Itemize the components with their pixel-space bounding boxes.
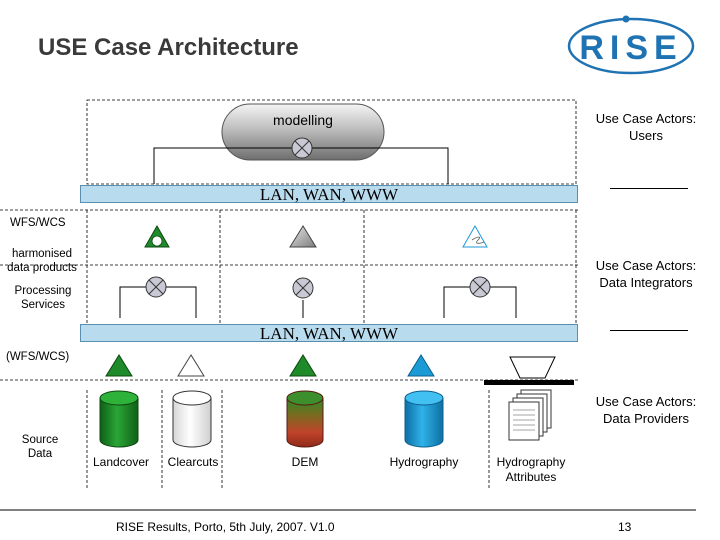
harmonised-data-products-label: harmonised data products (7, 248, 77, 274)
network-band-middle: LAN, WAN, WWW (80, 324, 578, 343)
actor-divider (610, 188, 688, 189)
hydrography-service-icon (407, 354, 435, 377)
actor-divider (610, 330, 688, 331)
data-source-label-landcover: Landcover (92, 455, 150, 469)
data-source-label-dem: DEM (291, 455, 319, 469)
attributes-service-icon (509, 356, 556, 379)
hydrography-attributes-documents-icon (508, 389, 552, 441)
users-boundary (86, 99, 577, 185)
clearcuts-database-icon (172, 390, 212, 448)
network-band-label: LAN, WAN, WWW (259, 185, 399, 204)
wfs-wcs-label: WFS/WCS (10, 217, 66, 229)
rise-logo: RISE (567, 15, 695, 75)
footer-text: RISE Results, Porto, 5th July, 2007. V1.… (116, 520, 335, 534)
actor-data-providers-label: Use Case Actors: Data Providers (595, 394, 697, 426)
hydrography-database-icon (404, 390, 444, 448)
network-band-label: LAN, WAN, WWW (259, 324, 399, 343)
attributes-connector (484, 380, 574, 385)
data-source-label-hydrography-attributes: Hydrography Attributes (496, 455, 566, 484)
slide-title: USE Case Architecture (38, 34, 299, 61)
actor-users-label: Use Case Actors: Users (595, 111, 697, 143)
data-source-label-hydrography: Hydrography (389, 455, 459, 469)
landcover-database-icon (99, 390, 139, 448)
processing-services-label: Processing Services (14, 285, 72, 311)
modelling-process (221, 103, 385, 161)
data-source-label-clearcuts: Clearcuts (167, 455, 219, 469)
dem-database-icon (286, 390, 324, 448)
dem-service-icon (289, 354, 317, 377)
modelling-label: modelling (273, 112, 333, 128)
actor-data-integrators-label: Use Case Actors: Data Integrators (595, 258, 697, 290)
hydrography-product-icon (462, 224, 488, 248)
logo-text: RISE (579, 29, 682, 67)
network-band-top: LAN, WAN, WWW (80, 185, 578, 204)
landcover-service-icon (105, 354, 133, 377)
wfs-wcs-bottom-label: (WFS/WCS) (6, 351, 70, 363)
page-number: 13 (618, 520, 632, 534)
clearcuts-service-icon (177, 354, 205, 377)
elevation-product-icon (289, 225, 317, 248)
source-data-label: Source Data (21, 434, 59, 460)
